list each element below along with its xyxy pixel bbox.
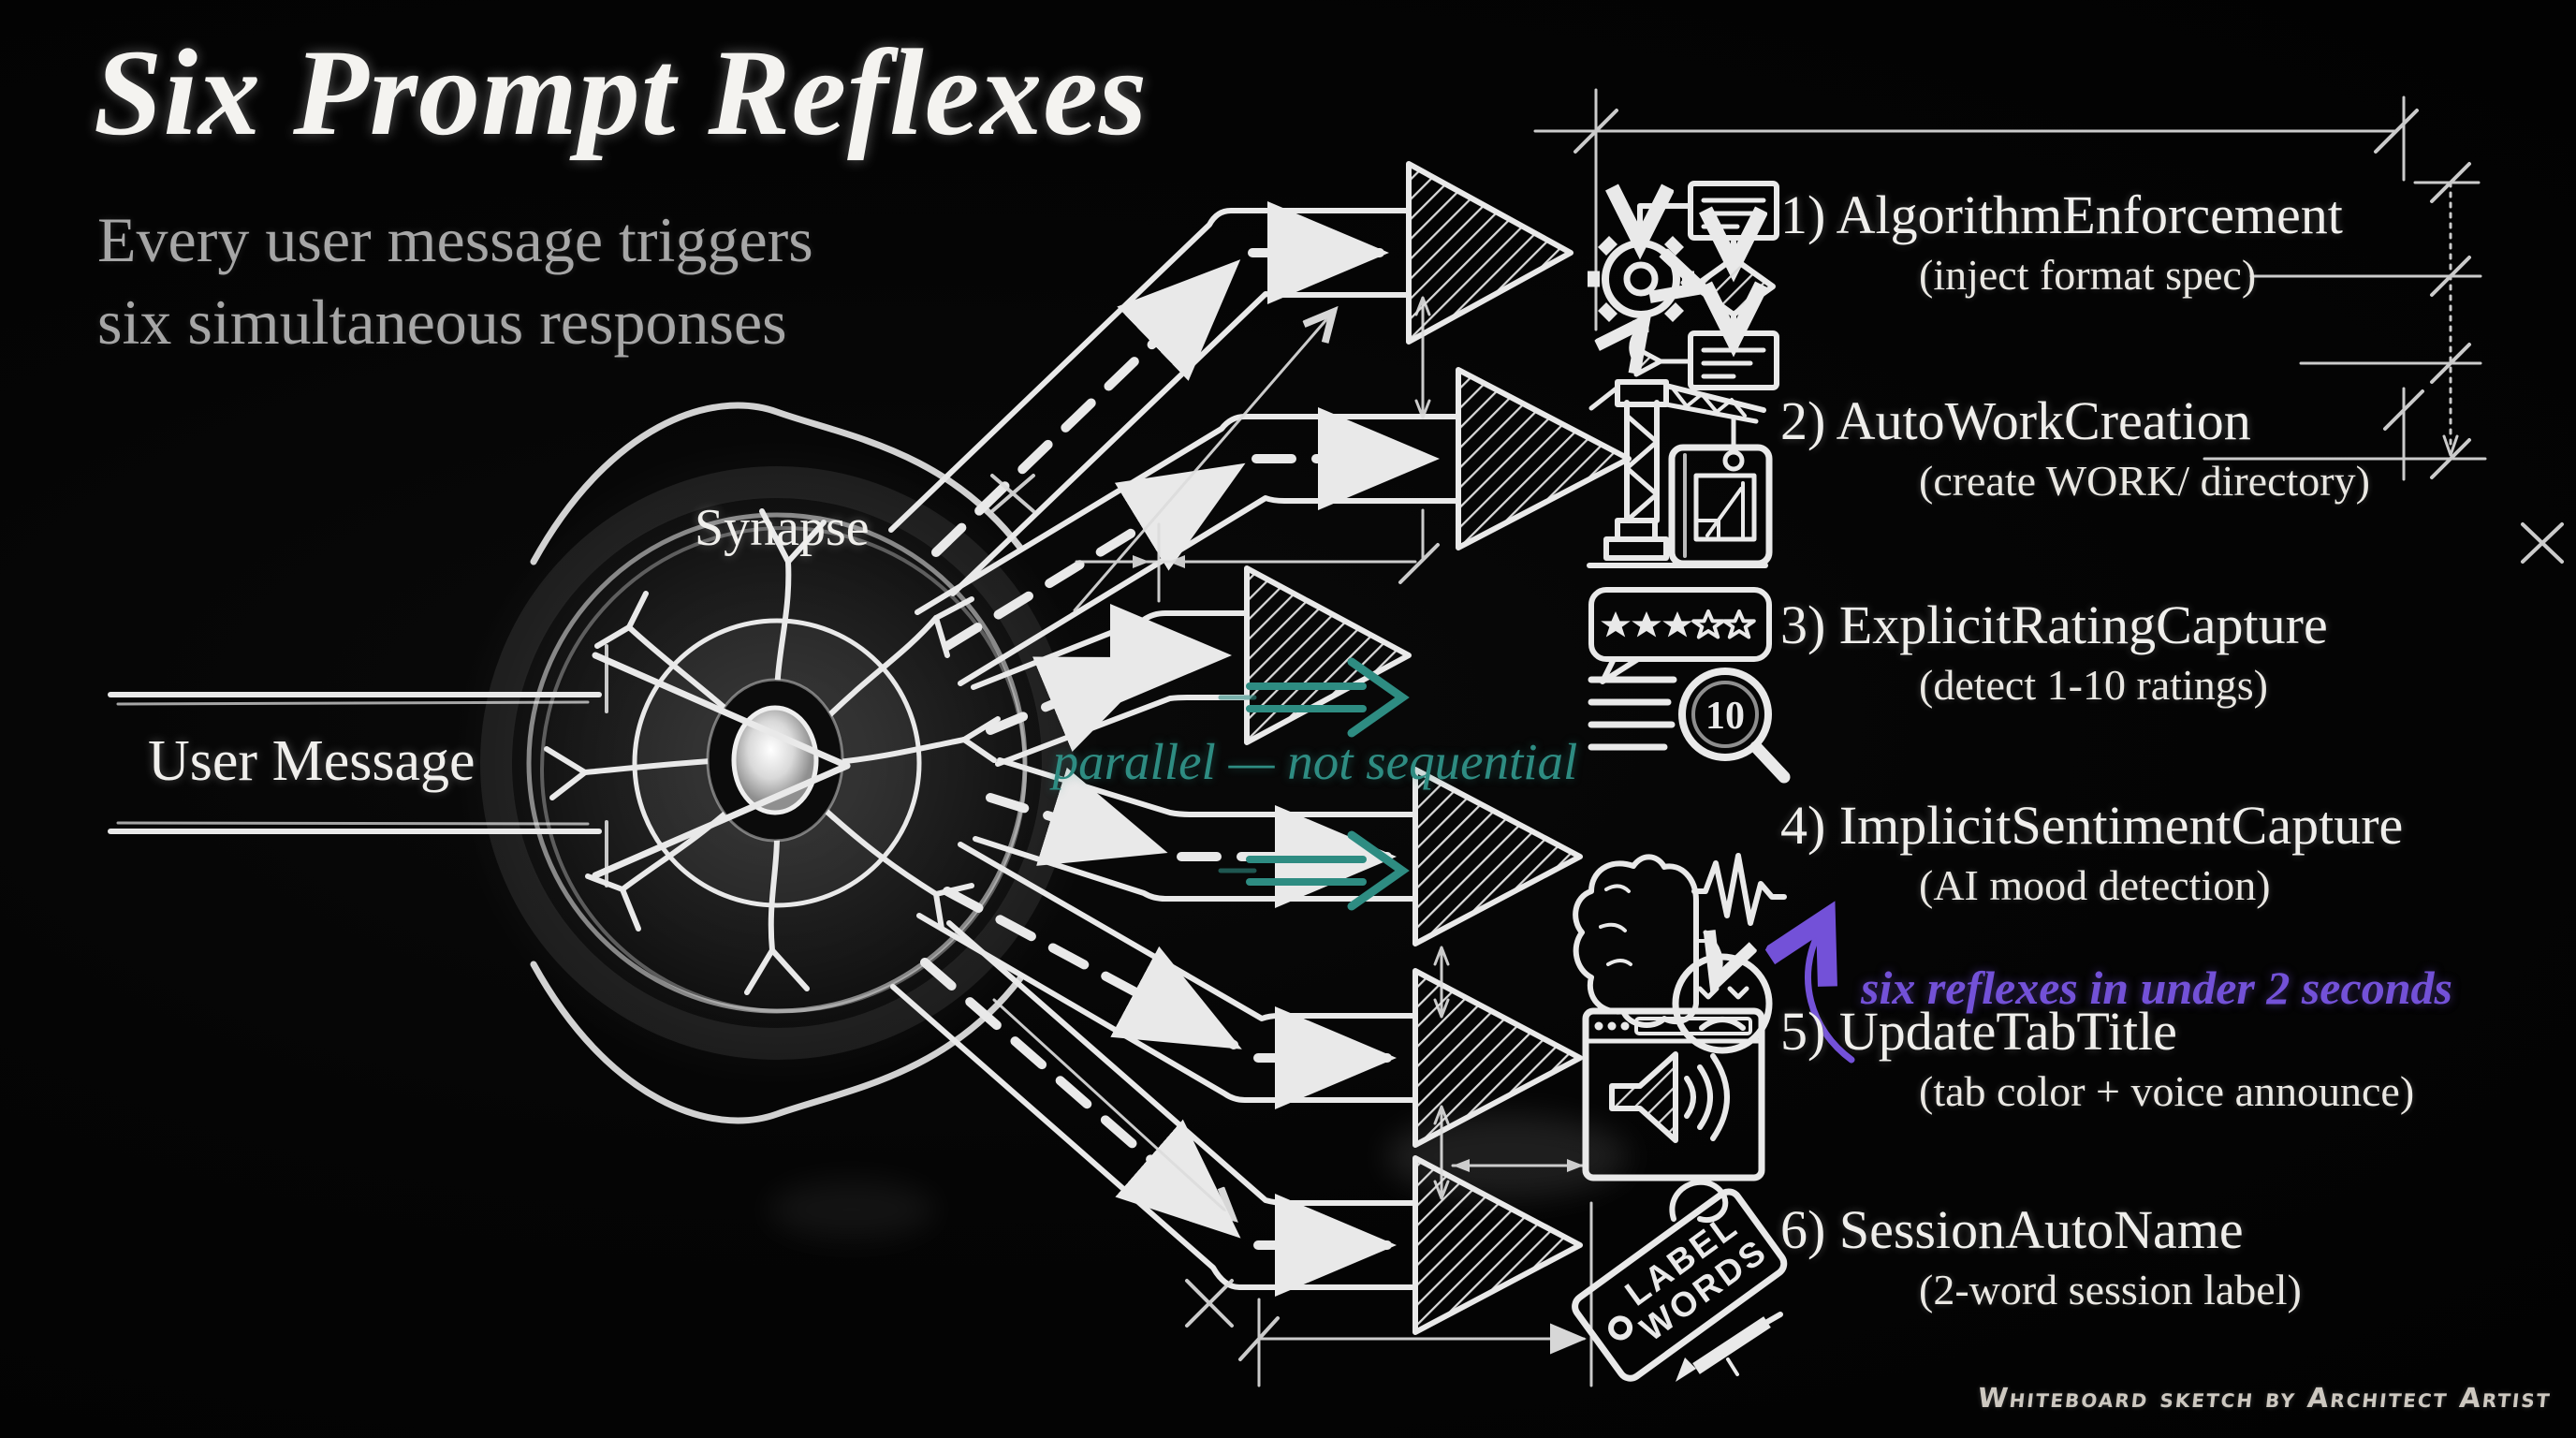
reflex-arrow-3 [971,565,1412,767]
reflex-name: ExplicitRatingCapture [1838,594,2328,655]
browser-speaker-icon [1582,1007,1765,1181]
reflex-number: 5) [1780,1001,1826,1062]
reflex-item-5: 5) UpdateTabTitle (tab color + voice ann… [1780,1000,2557,1116]
brain-mood-icon [1573,853,1787,1054]
reflex-item-3: 3) ExplicitRatingCapture (detect 1-10 ra… [1780,594,2557,710]
speed-note-arrow [1808,931,1855,1064]
crane-blueprint-icon [1587,379,1773,568]
reflex-description: (AI mood detection) [1919,861,2271,909]
reflex-title: 6) SessionAutoName [1780,1198,2557,1261]
rating-value-label: 10 [1705,695,1745,738]
reflex-number: 3) [1780,594,1826,655]
speed-note: six reflexes in under 2 seconds [1861,961,2452,1014]
page-subtitle: Every user message triggers six simultan… [97,198,813,364]
page-title: Six Prompt Reflexes [94,23,1149,161]
reflex-item-2: 2) AutoWorkCreation (create WORK/ direct… [1780,389,2557,506]
reflex-description: (detect 1-10 ratings) [1919,661,2268,709]
label-tag-icon: LABEL WORDS [1572,1179,1788,1382]
reflex-item-1: 1) AlgorithmEnforcement (inject format s… [1780,183,2557,300]
reflex-title: 5) UpdateTabTitle [1780,1000,2557,1063]
reflex-item-4: 4) ImplicitSentimentCapture (AI mood det… [1780,794,2557,910]
reflex-name: SessionAutoName [1838,1199,2244,1260]
reflex-number: 2) [1780,390,1826,451]
parallel-arrows [1218,657,1410,911]
subtitle-line-2: six simultaneous responses [97,286,787,359]
reflex-name: AlgorithmEnforcement [1836,184,2343,245]
credit-line: Whiteboard sketch by Architect Artist [1976,1382,2554,1414]
reflex-number: 1) [1780,184,1826,245]
reflex-number: 4) [1780,795,1826,856]
user-message-arrow [108,644,851,888]
reflex-number: 6) [1780,1199,1826,1260]
reflex-description: (tab color + voice announce) [1919,1067,2415,1115]
synapse-neuron-drawing [480,402,1074,1124]
reflex-title: 1) AlgorithmEnforcement [1780,183,2557,246]
reflex-arrow-5 [916,842,1583,1148]
synapse-label: Synapse [695,499,870,557]
subtitle-line-1: Every user message triggers [97,204,813,275]
dimension-annotations [990,88,2564,1387]
user-message-label: User Message [148,729,476,793]
reflex-arrow-4 [973,757,1583,946]
reflex-title: 2) AutoWorkCreation [1780,389,2557,452]
reflex-arrow-1 [888,161,1573,596]
reflex-name: ImplicitSentimentCapture [1838,795,2404,856]
reflex-arrow-6 [890,920,1583,1335]
reflex-item-6: 6) SessionAutoName (2-word session label… [1780,1198,2557,1314]
reflex-arrow-2 [915,367,1632,686]
reflex-description: (inject format spec) [1919,251,2257,299]
reflex-name: AutoWorkCreation [1836,390,2251,451]
reflex-description: (2-word session label) [1919,1266,2302,1313]
reflex-title: 4) ImplicitSentimentCapture [1780,794,2557,857]
gear-flowchart-icon [1588,181,1779,390]
parallel-note: parallel — not sequential [1052,733,1578,790]
reflex-name: UpdateTabTitle [1838,1001,2177,1062]
reflex-title: 3) ExplicitRatingCapture [1780,594,2557,656]
reflex-description: (create WORK/ directory) [1919,457,2370,505]
star-rating-magnifier-icon: 10 [1588,587,1791,784]
